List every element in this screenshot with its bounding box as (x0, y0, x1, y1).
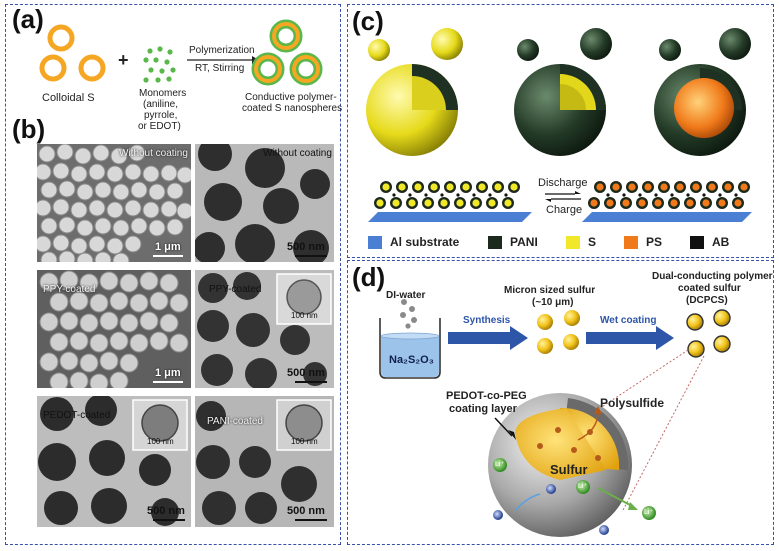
monomers-label-1: Monomers (139, 88, 187, 99)
tem-ppy-scale: 500 nm (287, 367, 325, 379)
micron-sulfur-label-2: (~10 μm) (532, 297, 574, 308)
sem-uncoated-label: Without coating (119, 148, 188, 159)
li-ion-right (642, 506, 656, 520)
li-ion-center (576, 480, 590, 494)
sem-uncoated-scale: 1 μm (155, 241, 181, 253)
tem-ppy-label: PPY-coated (209, 284, 262, 295)
al-substrate-right (582, 212, 752, 222)
electrode-right-particles (588, 181, 750, 209)
dcpcs-label-2: coated sulfur (678, 283, 741, 294)
tem-uncoated-image: Without coating 500 nm (195, 144, 334, 262)
tem-pedot-image: PEDOT-coated 100 nm 500 nm (37, 396, 191, 527)
micron-sulfur-spheres (537, 310, 580, 354)
sulfur-label: Sulfur (550, 462, 588, 477)
di-water-label: DI-water (386, 290, 426, 301)
sem-ppy-image: PPY-coated 1 μm (37, 270, 191, 388)
legend-label-pani: PANI (510, 235, 538, 249)
tem-pani-scale: 500 nm (287, 505, 325, 517)
sem-ppy-label: PPY-coated (43, 284, 96, 295)
monomer-dots (143, 46, 176, 83)
small-pani-sphere-2 (580, 28, 612, 60)
small-s-sphere-1 (368, 39, 390, 61)
micron-sulfur-label-1: Micron sized sulfur (504, 285, 596, 296)
li-ion-right-label: Li⁺ (644, 509, 654, 516)
dcpcs-label-3: (DCPCS) (686, 295, 728, 306)
coating-layer-label-2: coating layer (449, 403, 517, 415)
monomers-label-4: or EDOT) (138, 121, 181, 132)
sem-ppy-scale: 1 μm (155, 367, 181, 379)
li-ion-left (493, 458, 507, 472)
electrode-left-particles (374, 181, 520, 209)
wet-coating-arrow (586, 326, 674, 350)
polysulfide-label: Polysulfide (600, 396, 665, 410)
coating-pointer (494, 417, 513, 437)
discharge-label: Discharge (538, 177, 588, 189)
legend-swatch-al (368, 236, 382, 249)
rt-stirring-label: RT, Stirring (195, 63, 245, 74)
tem-uncoated-label: Without coating (263, 148, 332, 159)
polymerization-label: Polymerization (189, 45, 255, 56)
synthesis-arrow (448, 326, 528, 350)
legend-swatch-s (566, 236, 580, 249)
panel-ab-frame (5, 4, 341, 545)
li-ion-left-label: Li⁺ (495, 461, 505, 468)
tem-ppy-image: PPY-coated 100 nm 500 nm (195, 270, 334, 388)
monomers-label-2: (aniline, (143, 99, 179, 110)
panel-b-label: (b) (12, 114, 46, 144)
small-pani-sphere-1 (517, 39, 539, 61)
synthesis-label: Synthesis (463, 315, 511, 326)
al-substrate-left (368, 212, 532, 222)
polysulfide-arrow (577, 411, 599, 441)
sem-uncoated-image: Without coating 1 μm (37, 144, 191, 262)
legend-label-al: Al substrate (390, 235, 460, 249)
legend-label-ps: PS (646, 235, 663, 249)
panel-c-legend: Al substrate PANI S PS AB (368, 234, 768, 252)
li-ion-center-label: Li⁺ (578, 483, 588, 490)
colloidal-s-label: Colloidal S (42, 92, 95, 104)
tem-ppy-inset-scale: 100 nm (291, 311, 318, 320)
tem-uncoated-scale: 500 nm (287, 241, 325, 253)
legend-label-s: S (588, 235, 597, 249)
tem-pani-label: PANI-coated (207, 416, 263, 427)
tem-pedot-scale: 500 nm (147, 505, 185, 517)
coating-layer-label-1: PEDOT-co-PEG (446, 390, 527, 402)
panel-d-frame (347, 260, 774, 545)
colloidal-s-spheres (39, 24, 106, 82)
plus-sign: + (118, 50, 129, 70)
panel-c-label: (c) (352, 6, 384, 36)
panel-a-label: (a) (12, 4, 44, 34)
small-ps-sphere-1 (659, 39, 681, 61)
product-label-2: coated S nanospheres (242, 103, 343, 114)
electron-2 (546, 484, 556, 494)
legend-swatch-pani (488, 236, 502, 249)
beaker-icon (379, 299, 441, 379)
tem-pani-image: PANI-coated 100 nm 500 nm (195, 396, 334, 527)
tem-pani-inset-scale: 100 nm (291, 437, 318, 446)
legend-swatch-ab (690, 236, 704, 249)
dcpcs-label-1: Dual-conducting polymer (652, 271, 773, 282)
panel-d-label: (d) (352, 262, 386, 292)
tem-pedot-label: PEDOT-coated (43, 410, 111, 421)
wet-coating-label: Wet coating (600, 315, 657, 326)
electron-1 (493, 510, 503, 520)
beaker-label: Na₂S₂O₃ (389, 354, 434, 366)
legend-label-ab: AB (712, 235, 730, 249)
small-ps-sphere-2 (719, 28, 751, 60)
tem-pedot-inset-scale: 100 nm (147, 437, 174, 446)
panel-c-frame (347, 4, 774, 258)
coated-s-spheres (251, 19, 323, 86)
monomers-label-3: pyrrole, (144, 110, 178, 121)
electron-3 (599, 525, 609, 535)
legend-swatch-ps (624, 236, 638, 249)
dcpcs-spheres (686, 309, 731, 358)
charge-label: Charge (546, 204, 583, 216)
polysulfide-dots (537, 427, 601, 461)
zoom-line-right (621, 355, 705, 513)
product-label-1: Conductive polymer- (245, 92, 337, 103)
small-s-sphere-2 (431, 28, 463, 60)
